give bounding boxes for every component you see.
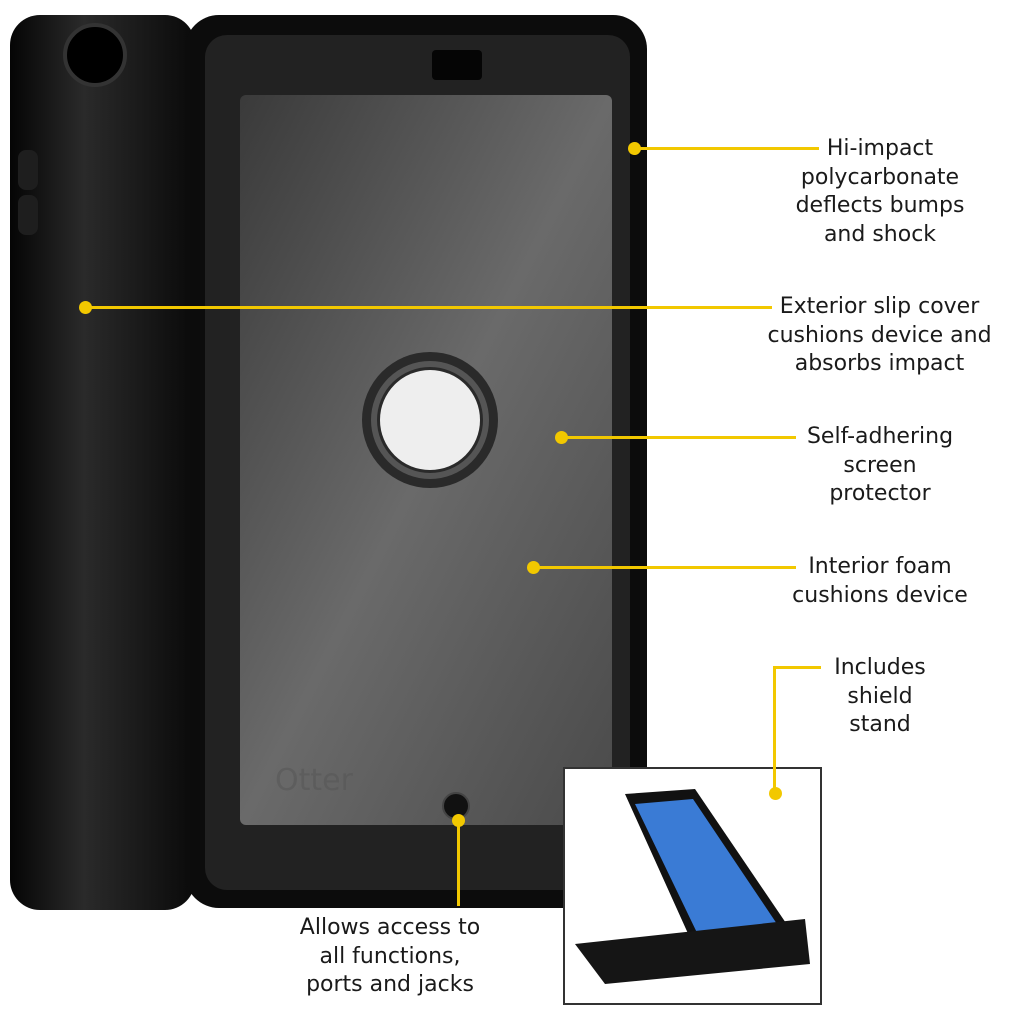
- callout-line-foam: [533, 566, 796, 569]
- front-case: Otter: [185, 15, 647, 908]
- callout-access: Allows access to all functions, ports an…: [299, 915, 481, 997]
- stand-inset: [563, 767, 822, 1005]
- callout-dot-foam: [527, 561, 540, 574]
- callout-line-stand-v: [773, 666, 776, 793]
- callout-line-access: [457, 820, 460, 906]
- callout-line-slip-cover: [85, 306, 772, 309]
- callout-dot-screen-protector: [555, 431, 568, 444]
- callout-line-screen-protector: [560, 436, 796, 439]
- callout-dot-slip-cover: [79, 301, 92, 314]
- svg-text:Otter: Otter: [275, 763, 354, 798]
- callout-slip-cover: Exterior slip cover cushions device and …: [767, 294, 992, 376]
- callout-line-stand-h: [773, 666, 821, 669]
- tablet-on-stand-image: [575, 789, 810, 984]
- callout-foam: Interior foam cushions device: [792, 554, 968, 608]
- back-case: [10, 15, 195, 910]
- callout-dot-stand: [769, 787, 782, 800]
- callout-polycarbonate: Hi-impact polycarbonate deflects bumps a…: [795, 136, 965, 247]
- callout-dot-polycarbonate: [628, 142, 641, 155]
- callout-screen-protector: Self-adhering screen protector: [806, 424, 954, 506]
- callout-dot-access: [452, 814, 465, 827]
- callout-stand: Includes shield stand: [834, 655, 926, 737]
- callout-line-polycarbonate: [633, 147, 819, 150]
